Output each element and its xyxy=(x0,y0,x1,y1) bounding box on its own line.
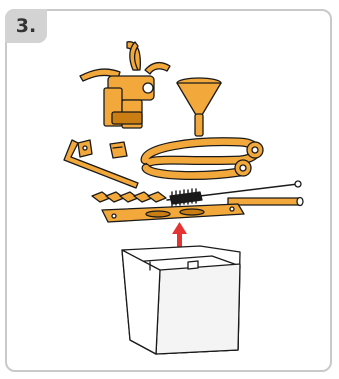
hose-with-wheels-icon xyxy=(145,142,263,176)
clip-icon xyxy=(78,140,92,157)
mounting-plate-icon xyxy=(102,204,244,222)
box-icon xyxy=(122,246,240,354)
funnel-icon xyxy=(177,78,221,136)
feet-strip-icon xyxy=(92,192,166,202)
hex-key-icon xyxy=(64,140,138,188)
bracket-icon xyxy=(110,142,127,158)
tube-icon xyxy=(228,198,303,206)
fitting-assembly-icon xyxy=(80,42,170,128)
